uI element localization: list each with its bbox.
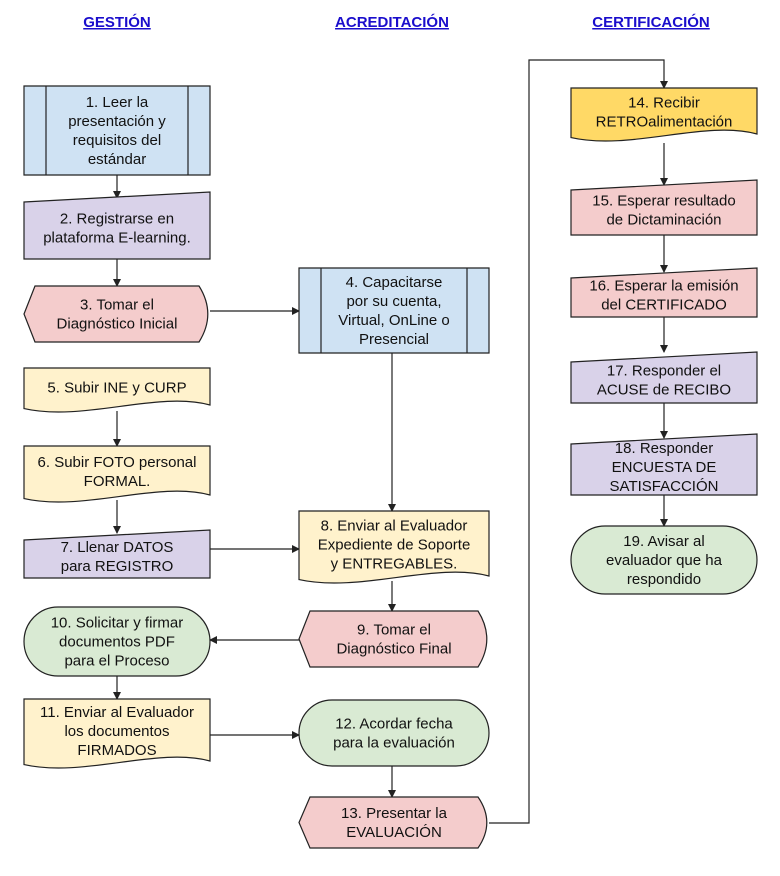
step-16-label-line: 16. Esperar la emisión <box>589 278 738 295</box>
step-18-label-line: 18. Responder <box>615 440 713 457</box>
step-5-label-line: 5. Subir INE y CURP <box>47 380 186 397</box>
step-18-label-line: ENCUESTA DE <box>612 459 717 476</box>
step-11-shape <box>23 698 211 769</box>
step-1-label-line: 1. Leer la <box>86 94 149 111</box>
step-11-label-line: 11. Enviar al Evaluador <box>40 704 194 721</box>
step-7-box: 7. Llenar DATOS para REGISTRO <box>23 529 211 579</box>
step-2-label-line: plataforma E-learning. <box>43 230 191 247</box>
header-gestion: GESTIÓN <box>83 13 151 31</box>
step-10-label-line: 10. Solicitar y firmar <box>51 615 184 632</box>
step-6-shape <box>23 445 211 503</box>
step-3-shape <box>23 285 209 343</box>
step-7-label-line: para REGISTRO <box>61 558 174 575</box>
header-certificacion: CERTIFICACIÓN <box>592 13 710 31</box>
step-17-label-line: ACUSE de RECIBO <box>597 382 731 399</box>
step-19-shape <box>570 525 758 595</box>
step-8-label-line: Expediente de Soporte <box>318 537 471 554</box>
step-12-label-line: 12. Acordar fecha <box>335 716 453 733</box>
step-1-label-line: estándar <box>88 151 146 168</box>
step-2-shape <box>23 191 211 260</box>
step-14-label-line: RETROalimentación <box>596 114 733 131</box>
step-2-label-line: 2. Registrarse en <box>60 211 174 228</box>
step-5-box: 5. Subir INE y CURP <box>23 367 211 413</box>
step-14-label-line: 14. Recibir <box>628 95 700 112</box>
step-8-label-line: y ENTREGABLES. <box>331 556 458 573</box>
step-3-label-line: 3. Tomar el <box>80 297 154 314</box>
step-14-shape <box>570 87 758 142</box>
step-18-label-line: SATISFACCIÓN <box>610 478 719 495</box>
step-17-box: 17. Responder el ACUSE de RECIBO <box>570 351 758 404</box>
step-10-shape <box>23 606 211 677</box>
step-5-shape <box>23 367 211 413</box>
step-10-label-line: documentos PDF <box>59 634 175 651</box>
step-12-box: 12. Acordar fecha para la evaluación <box>298 699 490 767</box>
step-1-box: 1. Leer la presentación y requisitos del es… <box>23 85 211 176</box>
step-1-label-line: presentación y <box>68 113 166 130</box>
step-16-label-line: del CERTIFICADO <box>601 297 727 314</box>
step-15-label-line: de Dictaminación <box>606 212 721 229</box>
step-4-label-line: Presencial <box>359 331 429 348</box>
step-11-label-line: los documentos <box>64 723 169 740</box>
step-9-label-line: 9. Tomar el <box>357 622 431 639</box>
step-10-label-line: para el Proceso <box>64 653 169 670</box>
step-6-label-line: FORMAL. <box>84 473 151 490</box>
step-12-shape <box>298 699 490 767</box>
step-1-shape <box>23 85 211 176</box>
step-11-box: 11. Enviar al Evaluador los documentosFIR… <box>23 698 211 769</box>
step-2-box: 2. Registrarse en plataforma E-learning. <box>23 191 211 260</box>
step-6-label-line: 6. Subir FOTO personal <box>38 454 197 471</box>
step-11-label-line: FIRMADOS <box>77 742 156 759</box>
step-13-box: 13. Presentar la EVALUACIÓN <box>298 796 488 849</box>
step-4-label-line: por su cuenta, <box>346 293 441 310</box>
header-acreditacion: ACREDITACIÓN <box>335 13 449 31</box>
step-12-label-line: para la evaluación <box>333 735 455 752</box>
connectors <box>113 59 668 824</box>
step-7-shape <box>23 529 211 579</box>
step-19-label-line: 19. Avisar al <box>623 533 704 550</box>
step-4-box: 4. Capacitarse por su cuenta, Virtual, OnL… <box>298 267 490 354</box>
step-4-label-line: Virtual, OnLine o <box>338 312 449 329</box>
step-4-shape <box>298 267 490 354</box>
step-16-box: 16. Esperar la emisión del CERTIFICADO <box>570 267 758 318</box>
step-13-label-line: 13. Presentar la <box>341 805 448 822</box>
step-8-shape <box>298 510 490 584</box>
step-19-label-line: evaluador que ha <box>606 552 723 569</box>
step-3-box: 3. Tomar el Diagnóstico Inicial <box>23 285 209 343</box>
step-9-shape <box>298 610 488 668</box>
step-18-shape <box>570 433 758 496</box>
step-15-shape <box>570 179 758 236</box>
step-1-label-line: requisitos del <box>73 132 161 149</box>
step-8-label-line: 8. Enviar al Evaluador <box>321 518 468 535</box>
step-15-box: 15. Esperar resultado de Dictaminación <box>570 179 758 236</box>
step-15-label-line: 15. Esperar resultado <box>592 193 735 210</box>
step-9-label-line: Diagnóstico Final <box>336 641 451 658</box>
step-13-shape <box>298 796 488 849</box>
step-19-box: 19. Avisar al evaluador que ha respondido <box>570 525 758 595</box>
step-10-box: 10. Solicitar y firmar documentos PDF para… <box>23 606 211 677</box>
connector-n13-to-n14 <box>489 59 668 824</box>
step-13-label-line: EVALUACIÓN <box>346 824 442 841</box>
step-17-shape <box>570 351 758 404</box>
step-4-label-line: 4. Capacitarse <box>346 274 443 291</box>
step-7-label-line: 7. Llenar DATOS <box>61 539 174 556</box>
step-16-shape <box>570 267 758 318</box>
process-steps: 1. Leer la presentación y requisitos del es… <box>23 85 758 849</box>
step-9-box: 9. Tomar el Diagnóstico Final <box>298 610 488 668</box>
step-19-label-line: respondido <box>627 571 701 588</box>
step-3-label-line: Diagnóstico Inicial <box>57 316 178 333</box>
step-17-label-line: 17. Responder el <box>607 363 721 380</box>
